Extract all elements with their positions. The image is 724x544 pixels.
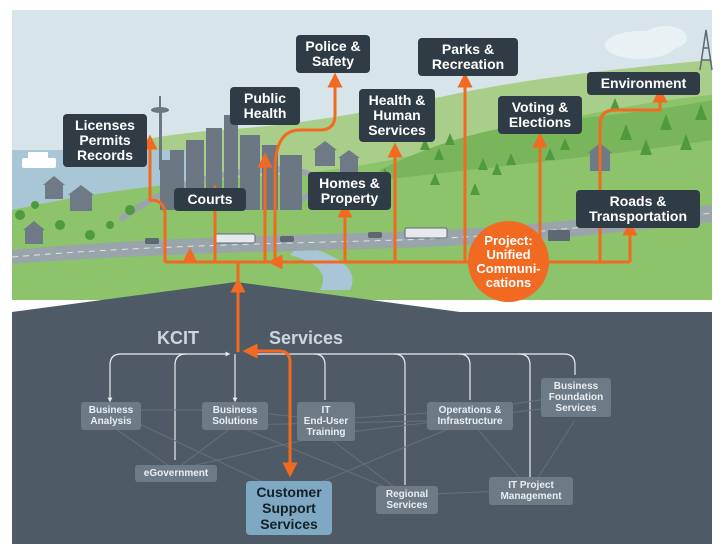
service-it-project-management: IT Project Management: [489, 477, 573, 505]
service-business-foundation: Business Foundation Services: [541, 378, 611, 417]
department-police-safety: Police & Safety: [296, 35, 370, 73]
service-business-analysis: Business Analysis: [81, 402, 141, 430]
vehicles: [145, 227, 570, 244]
department-voting-elections: Voting & Elections: [498, 96, 582, 134]
department-health-human-services: Health & Human Services: [359, 89, 435, 142]
department-licenses-permits-records: Licenses Permits Records: [63, 114, 147, 167]
department-environment: Environment: [587, 72, 700, 95]
trees: [15, 98, 707, 240]
services-heading: Services: [269, 328, 344, 348]
service-it-end-user-training: IT End-User Training: [297, 402, 355, 441]
service-operations-infrastructure: Operations & Infrastructure: [427, 402, 513, 430]
department-homes-property: Homes & Property: [308, 172, 391, 210]
project-unified-communications: Project: Unified Communi- cations: [468, 221, 549, 302]
ferry: [22, 152, 56, 168]
kcit-heading: KCIT: [157, 328, 199, 348]
department-parks-recreation: Parks & Recreation: [418, 38, 518, 76]
service-business-solutions: Business Solutions: [202, 402, 268, 430]
orange-network: [142, 72, 668, 478]
service-egovernment: eGovernment: [135, 465, 217, 482]
department-courts: Courts: [174, 188, 246, 211]
department-roads-transportation: Roads & Transportation: [576, 190, 700, 228]
space-needle: [151, 96, 169, 170]
department-public-health: Public Health: [230, 87, 300, 125]
antenna-tower: [699, 29, 713, 71]
service-customer-support: Customer Support Services: [246, 481, 332, 535]
service-regional-services: Regional Services: [376, 486, 438, 514]
river: [290, 245, 353, 290]
service-connectors: [107, 351, 576, 485]
